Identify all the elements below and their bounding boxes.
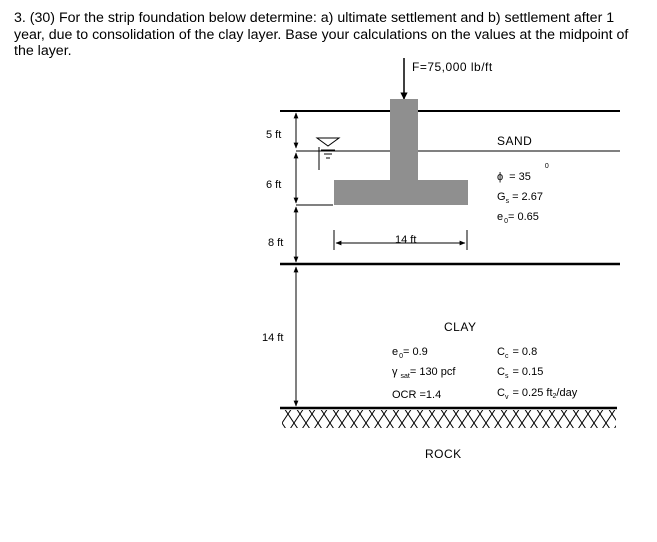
rock-title: ROCK (425, 447, 462, 461)
footing-width-dimension (333, 230, 468, 250)
depth-label-5ft: 5 ft (266, 129, 281, 141)
sand-title: SAND (497, 134, 532, 148)
clay-ocr: OCR =1.4 (392, 389, 441, 401)
strip-footing (334, 99, 468, 205)
sand-phi: ϕ= 350 (497, 163, 549, 183)
depth-label-14ft: 14 ft (262, 332, 283, 344)
footing-width-label: 14 ft (395, 234, 416, 246)
clay-e0: e0= 0.9 (392, 346, 428, 360)
sand-e0: e0= 0.65 (497, 211, 539, 225)
water-table-symbol (315, 137, 341, 170)
clay-cs: Cs= 0.15 (497, 366, 543, 380)
sand-gs: Gs= 2.67 (497, 191, 543, 205)
load-label: F=75,000 lb/ft (412, 60, 493, 74)
depth-label-8ft: 8 ft (268, 237, 283, 249)
clay-cc: Cc= 0.8 (497, 346, 537, 360)
depth-label-6ft: 6 ft (266, 179, 281, 191)
clay-cv: Cv= 0.25 ft2/day (497, 387, 578, 401)
question-text: 3. (30) For the strip foundation below d… (14, 10, 629, 59)
clay-title: CLAY (444, 320, 476, 334)
rock-hatch (282, 410, 616, 428)
